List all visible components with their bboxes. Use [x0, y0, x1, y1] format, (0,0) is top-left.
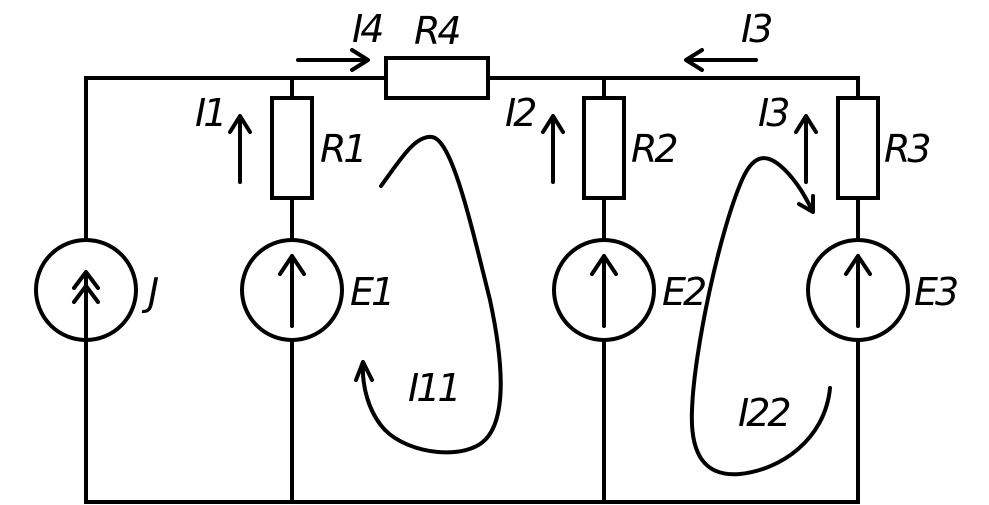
- label-r2: R2: [631, 127, 676, 171]
- resistor-r1: [270, 96, 314, 200]
- current-source-arrow-icon: [72, 270, 100, 342]
- label-i3-top: I3: [741, 7, 771, 51]
- current-i3-side-arrow-icon: [794, 114, 818, 184]
- wires: [84, 76, 860, 504]
- label-e3: E3: [914, 270, 957, 314]
- resistor-r3: [836, 96, 880, 200]
- label-j: J: [141, 270, 159, 314]
- current-i2-arrow-icon: [541, 114, 565, 184]
- current-source-j: [34, 238, 138, 342]
- label-i11: I11: [408, 366, 459, 410]
- resistor-r2: [582, 96, 626, 200]
- label-i4: I4: [352, 7, 382, 51]
- label-i2: I2: [505, 91, 535, 135]
- emf-e3-arrow-icon: [844, 254, 872, 328]
- label-r4: R4: [414, 9, 459, 53]
- label-r1: R1: [320, 127, 365, 171]
- current-i1-arrow-icon: [228, 114, 252, 184]
- emf-e2-arrow-icon: [590, 254, 618, 328]
- label-i22: I22: [738, 391, 789, 435]
- loop-current-i11: [354, 134, 503, 455]
- label-i1: I1: [195, 91, 224, 135]
- emf-source-e1: [240, 238, 344, 342]
- emf-source-e3: [806, 238, 910, 342]
- loop-i22-arrowhead-icon: [797, 194, 815, 214]
- label-e1: E1: [350, 270, 392, 314]
- current-i3-top-arrow-icon: [684, 48, 758, 72]
- label-r3: R3: [884, 127, 929, 171]
- loop-i11-arrowhead-icon: [354, 360, 374, 382]
- label-e2: E2: [662, 270, 705, 314]
- loop-current-i22: [689, 156, 832, 477]
- label-i3-side: I3: [758, 91, 788, 135]
- emf-e1-arrow-icon: [278, 254, 306, 328]
- current-i4-arrow-icon: [296, 48, 370, 72]
- emf-source-e2: [552, 238, 656, 342]
- resistor-r4: [384, 56, 490, 100]
